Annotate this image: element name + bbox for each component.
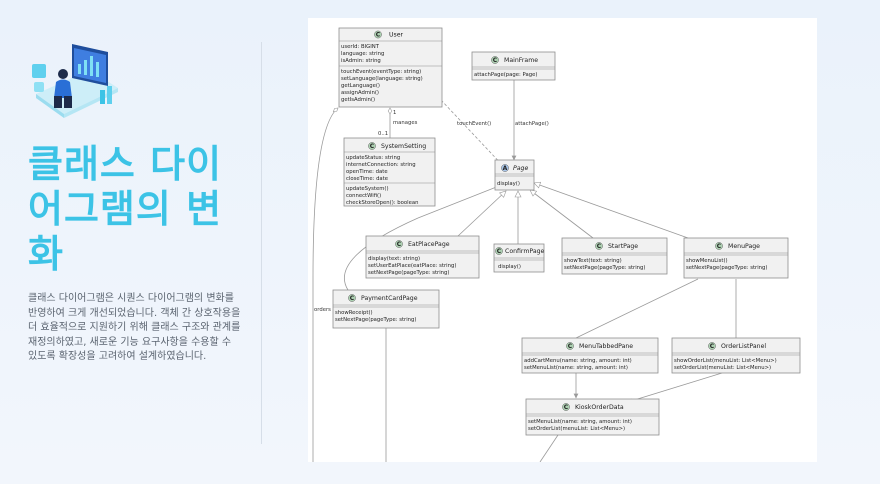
class-menutabbedpane: C MenuTabbedPane addCartMenu(name: strin… <box>521 337 659 374</box>
svg-text:showReceipt(): showReceipt() <box>335 310 373 316</box>
kiosk-stereotype-icon: C <box>564 404 569 411</box>
edge-start-page <box>530 190 594 239</box>
svg-text:setOrderList(menuList: List<Me: setOrderList(menuList: List<Menu>) <box>528 426 625 432</box>
user-stereotype-icon: C <box>376 32 381 39</box>
label-attach-page: attachPage() <box>515 121 549 127</box>
svg-text:assignAdmin(): assignAdmin() <box>341 90 379 96</box>
page-stereotype-icon: A <box>503 165 508 172</box>
edge-user-page <box>440 99 507 170</box>
svg-text:isAdmin: string: isAdmin: string <box>341 58 381 64</box>
edge-paymentcard-page <box>343 184 504 291</box>
svg-text:StartPage: StartPage <box>608 243 638 250</box>
start-stereotype-icon: C <box>597 243 602 250</box>
svg-text:setMenuList(name: string, amou: setMenuList(name: string, amount: int) <box>524 365 628 371</box>
menu-stereotype-icon: C <box>717 243 722 250</box>
svg-text:language: string: language: string <box>341 51 384 57</box>
page-title: 클래스 다이어그램의 변화 <box>28 142 223 276</box>
svg-text:SystemSetting: SystemSetting <box>381 143 426 150</box>
edge-menu-page <box>534 183 689 239</box>
svg-text:MainFrame: MainFrame <box>504 57 538 64</box>
svg-text:setUserEatPlace(eatPlace: stri: setUserEatPlace(eatPlace: string) <box>368 263 456 269</box>
svg-text:openTime: date: openTime: date <box>346 169 388 175</box>
svg-text:showOrderList(menuList: List<M: showOrderList(menuList: List<Menu>) <box>674 358 777 364</box>
laptop-user-icon <box>30 42 122 122</box>
svg-text:internetConnection: string: internetConnection: string <box>346 162 416 168</box>
svg-text:addCartMenu(name: string, amou: addCartMenu(name: string, amount: int) <box>524 358 632 364</box>
label-multiplicity-setting: 0..1 <box>378 131 388 137</box>
class-systemsetting: C SystemSetting updateStatus: string int… <box>343 137 436 207</box>
class-orderlistpanel: C OrderListPanel showOrderList(menuList:… <box>671 337 801 374</box>
svg-text:setNextPage(pageType: string): setNextPage(pageType: string) <box>564 265 645 271</box>
class-kioskorderdata: C KioskOrderData setMenuList(name: strin… <box>525 398 660 436</box>
class-eatplacepage: C EatPlacePage display(text: string) set… <box>365 235 480 279</box>
eatplace-stereotype-icon: C <box>397 241 402 248</box>
svg-text:updateStatus: string: updateStatus: string <box>346 155 400 161</box>
svg-text:connectWifi(): connectWifi() <box>346 193 381 199</box>
label-touch-event: touchEvent() <box>457 121 491 127</box>
left-column: 클래스 다이어그램의 변화 클래스 다이어그램은 시퀀스 다이어그램의 변화를 … <box>0 0 262 484</box>
orderlist-stereotype-icon: C <box>710 343 715 350</box>
svg-text:closeTime: date: closeTime: date <box>346 176 388 182</box>
svg-text:MenuPage: MenuPage <box>728 243 760 250</box>
svg-text:setNextPage(pageType: string): setNextPage(pageType: string) <box>686 265 767 271</box>
edge-kiosk-down <box>539 434 559 462</box>
svg-text:setMenuList(name: string, amou: setMenuList(name: string, amount: int) <box>528 419 632 425</box>
uml-class-diagram: manages 1 0..1 touchEvent() attachPage()… <box>308 18 817 462</box>
class-startpage: C StartPage showText(text: string) setNe… <box>561 237 668 275</box>
svg-text:setLanguage(language: string): setLanguage(language: string) <box>341 76 423 82</box>
tabbed-stereotype-icon: C <box>568 343 573 350</box>
svg-text:EatPlacePage: EatPlacePage <box>408 241 450 248</box>
svg-text:display(): display() <box>497 181 520 187</box>
edge-menupage-tabbed <box>575 278 699 339</box>
svg-text:touchEvent(eventType: string): touchEvent(eventType: string) <box>341 69 421 75</box>
svg-text:attachPage(page: Page): attachPage(page: Page) <box>474 72 537 78</box>
svg-text:setNextPage(pageType: string): setNextPage(pageType: string) <box>335 317 416 323</box>
paymentcard-stereotype-icon: C <box>350 295 355 302</box>
class-user: C User userId: BIGINT language: string i… <box>338 27 443 108</box>
class-paymentcardpage: C PaymentCardPage showReceipt() setNextP… <box>332 289 440 329</box>
svg-text:KioskOrderData: KioskOrderData <box>575 404 624 411</box>
edge-eatplace-page <box>457 191 506 237</box>
confirm-stereotype-icon: C <box>497 248 502 255</box>
svg-text:display(): display() <box>498 264 521 270</box>
class-page: A Page display() <box>494 159 535 191</box>
edge-orderlist-kiosk <box>627 372 723 404</box>
svg-text:Page: Page <box>513 165 528 172</box>
svg-text:OrderListPanel: OrderListPanel <box>721 343 766 350</box>
svg-text:setOrderList(menuList: List<Me: setOrderList(menuList: List<Menu>) <box>674 365 771 371</box>
svg-text:setNextPage(pageType: string): setNextPage(pageType: string) <box>368 270 449 276</box>
label-multiplicity-user: 1 <box>393 110 396 116</box>
svg-text:display(text: string): display(text: string) <box>368 256 420 262</box>
svg-text:checkStoreOpen(): boolean: checkStoreOpen(): boolean <box>346 200 418 206</box>
svg-text:User: User <box>389 32 404 39</box>
svg-text:getIsAdmin(): getIsAdmin() <box>341 97 375 103</box>
svg-text:showMenuList(): showMenuList() <box>686 258 728 264</box>
mainframe-stereotype-icon: C <box>493 57 498 64</box>
svg-text:updateSystem(): updateSystem() <box>346 186 389 192</box>
svg-text:getLanguage(): getLanguage() <box>341 83 380 89</box>
class-menupage: C MenuPage showMenuList() setNextPage(pa… <box>683 237 789 279</box>
edge-user-paymentcard <box>312 107 339 462</box>
svg-text:ConfirmPage: ConfirmPage <box>505 248 545 255</box>
label-orders: orders <box>314 307 331 313</box>
svg-text:MenuTabbedPane: MenuTabbedPane <box>579 343 633 350</box>
class-confirmpage: C ConfirmPage display() <box>493 243 545 273</box>
page-description: 클래스 다이어그램은 시퀀스 다이어그램의 변화를 반영하여 크게 개선되었습니… <box>28 293 241 362</box>
svg-text:PaymentCardPage: PaymentCardPage <box>361 295 418 302</box>
svg-text:showText(text: string): showText(text: string) <box>564 258 622 264</box>
label-manages: manages <box>393 120 418 126</box>
class-mainframe: C MainFrame attachPage(page: Page) <box>471 51 556 81</box>
divider <box>261 42 262 444</box>
systemsetting-stereotype-icon: C <box>370 143 375 150</box>
svg-text:userId: BIGINT: userId: BIGINT <box>341 44 380 50</box>
